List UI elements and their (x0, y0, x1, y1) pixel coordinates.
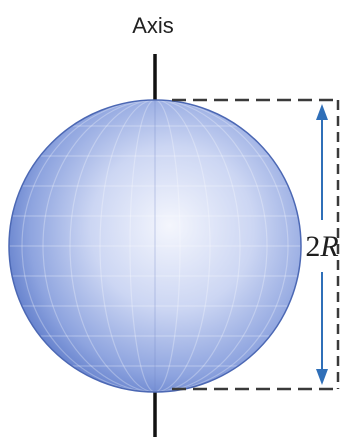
sphere (8, 99, 302, 393)
axis-label: Axis (132, 13, 174, 38)
diameter-label-number: 2 (305, 230, 320, 263)
diameter-arrow (316, 104, 328, 385)
diameter-label-symbol: R (319, 230, 338, 263)
diameter-label: 2R (305, 230, 338, 263)
